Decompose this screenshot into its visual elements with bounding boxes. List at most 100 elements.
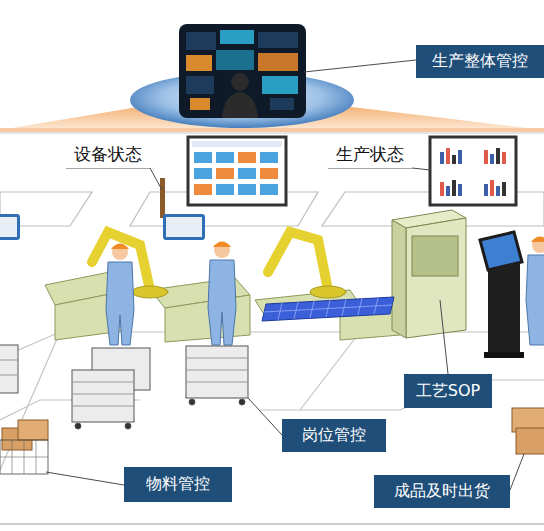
production-board — [452, 155, 456, 164]
callout-label: 物料管控 — [146, 475, 210, 493]
material-crate — [0, 457, 48, 458]
production-board — [490, 180, 494, 196]
bottom-rule — [0, 524, 544, 525]
leader-line — [46, 472, 124, 485]
robot-arm — [268, 232, 328, 290]
control-monitor — [216, 50, 254, 70]
production-board — [458, 150, 462, 164]
callout-label: 岗位管控 — [302, 426, 366, 444]
kiosk — [488, 262, 520, 356]
callout-label: 成品及时出货 — [394, 482, 490, 500]
machine — [165, 295, 250, 342]
control-monitor — [179, 24, 306, 118]
spotlight-fan — [0, 128, 544, 132]
control-monitor — [231, 73, 249, 91]
process-cabinet — [392, 220, 406, 338]
callout-box: 生产状态 — [328, 142, 412, 168]
worker — [213, 242, 231, 248]
material-crate — [0, 440, 48, 474]
equipment-board — [238, 184, 256, 195]
control-monitor — [190, 98, 210, 110]
worker — [208, 260, 236, 345]
equipment-board — [216, 152, 234, 163]
control-monitor — [222, 92, 258, 118]
worker — [106, 262, 134, 345]
leader-line — [66, 168, 162, 190]
tablet — [160, 178, 165, 218]
material-crate — [0, 420, 48, 474]
tablet — [0, 214, 20, 240]
callout-box: 成品及时出货 — [374, 475, 510, 508]
production-board — [496, 148, 500, 164]
cart — [186, 382, 248, 383]
robot-arm — [132, 286, 168, 298]
cart — [72, 394, 134, 395]
process-cabinet — [392, 210, 466, 338]
production-board — [490, 154, 494, 164]
worker — [526, 255, 544, 345]
cart — [0, 358, 248, 406]
worker — [531, 237, 544, 243]
process-cabinet — [406, 218, 466, 338]
equipment-board — [238, 152, 256, 163]
cart — [0, 360, 18, 361]
control-monitor — [258, 53, 298, 71]
material-crate — [0, 440, 48, 474]
floor-line — [0, 332, 544, 470]
cart — [72, 382, 134, 383]
production-board — [496, 186, 500, 196]
cart — [239, 399, 245, 405]
conveyor — [264, 305, 392, 312]
cart — [0, 345, 18, 393]
leader-line — [46, 60, 524, 490]
production-board — [446, 148, 450, 164]
control-monitor — [186, 55, 212, 71]
tablet — [0, 178, 205, 240]
conveyor — [262, 297, 394, 321]
leader-line — [248, 398, 282, 435]
frame-line — [0, 133, 544, 134]
control-monitor — [258, 32, 298, 48]
kiosk — [480, 232, 524, 358]
equipment-board — [188, 137, 286, 205]
robot-arm — [310, 286, 346, 298]
equipment-board — [194, 168, 212, 179]
platform-ellipse — [130, 72, 354, 128]
production-board — [430, 137, 516, 205]
control-monitor — [270, 98, 294, 110]
production-board — [502, 152, 506, 164]
callout-label: 生产整体管控 — [432, 52, 528, 70]
worker — [214, 242, 230, 258]
equipment-board — [194, 152, 212, 163]
production-board — [484, 184, 488, 196]
worker — [532, 237, 544, 253]
equipment-board — [216, 184, 234, 195]
control-monitor — [186, 76, 214, 94]
control-monitor — [262, 76, 298, 94]
callout-box: 工艺SOP — [404, 374, 492, 408]
leader-line — [510, 454, 524, 490]
tablet — [0, 217, 17, 237]
conveyor — [262, 297, 394, 321]
tablet — [166, 217, 202, 237]
cart — [186, 370, 248, 371]
equipment-board — [216, 168, 234, 179]
control-monitor — [186, 32, 216, 50]
conveyor — [264, 298, 392, 320]
callout-label: 设备状态 — [74, 145, 142, 165]
production-board — [440, 182, 444, 196]
cart — [0, 345, 248, 429]
floor-line — [260, 380, 544, 410]
control-monitor — [220, 30, 254, 44]
cart — [0, 375, 18, 376]
floor-line — [300, 332, 360, 410]
production-board — [458, 184, 462, 196]
product-box — [516, 428, 544, 454]
equipment-board — [260, 184, 278, 195]
callout-box: 岗位管控 — [282, 419, 386, 452]
production-board — [430, 137, 516, 205]
production-board — [446, 186, 450, 196]
callout-box: 物料管控 — [124, 467, 232, 502]
callout-label: 工艺SOP — [416, 382, 480, 400]
